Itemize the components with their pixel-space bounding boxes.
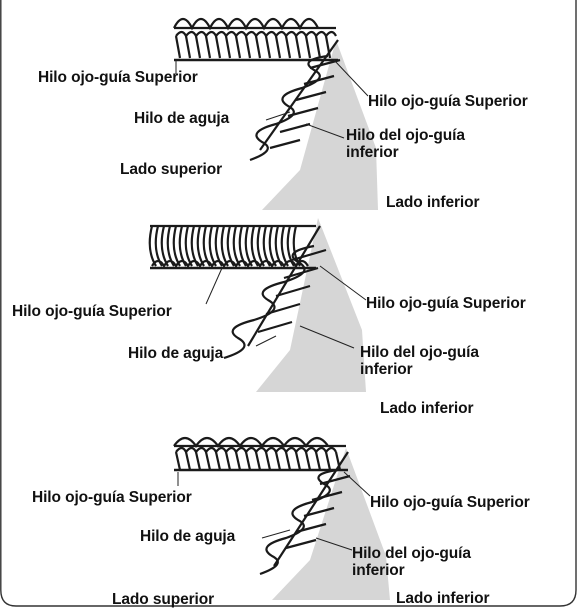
label-needle-thread-2: Hilo de aguja — [128, 345, 224, 362]
label-lower-looper-3: Hilo del ojo-guía inferior — [352, 545, 471, 579]
label-needle-thread-1: Hilo de aguja — [134, 110, 230, 127]
top-edge-loops-3 — [173, 436, 348, 472]
label-needle-thread-3: Hilo de aguja — [140, 528, 236, 545]
side-edge-loops-1 — [249, 39, 341, 162]
leader-lines-2 — [205, 265, 367, 349]
leader-lines-3 — [177, 471, 371, 551]
label-bottom-side-3: Lado inferior — [396, 590, 490, 607]
label-lower-looper-2: Hilo del ojo-guía inferior — [360, 344, 479, 378]
label-lower-looper-1: Hilo del ojo-guía inferior — [346, 127, 465, 161]
leader-lines-1 — [175, 59, 369, 139]
label-upper-looper-left-2: Hilo ojo-guía Superior — [12, 303, 172, 320]
side-edge-loops-3 — [259, 451, 351, 576]
fabric-underside-shade-2 — [256, 218, 366, 392]
side-edge-loops-2 — [223, 225, 327, 360]
label-bottom-side-1: Lado inferior — [386, 194, 480, 211]
label-upper-looper-left-1: Hilo ojo-guía Superior — [38, 69, 198, 86]
label-top-side-1: Lado superior — [120, 161, 223, 178]
label-top-side-3: Lado superior — [112, 591, 215, 608]
fabric-underside-shade-3 — [272, 448, 390, 600]
label-bottom-side-2: Lado inferior — [380, 400, 474, 417]
label-upper-looper-right-1: Hilo ojo-guía Superior — [368, 93, 528, 110]
fabric-underside-shade-1 — [262, 40, 378, 210]
top-edge-loops-2 — [148, 224, 316, 270]
label-upper-looper-left-3: Hilo ojo-guía Superior — [32, 489, 192, 506]
label-upper-looper-right-2: Hilo ojo-guía Superior — [366, 295, 526, 312]
label-upper-looper-right-3: Hilo ojo-guía Superior — [370, 494, 530, 511]
